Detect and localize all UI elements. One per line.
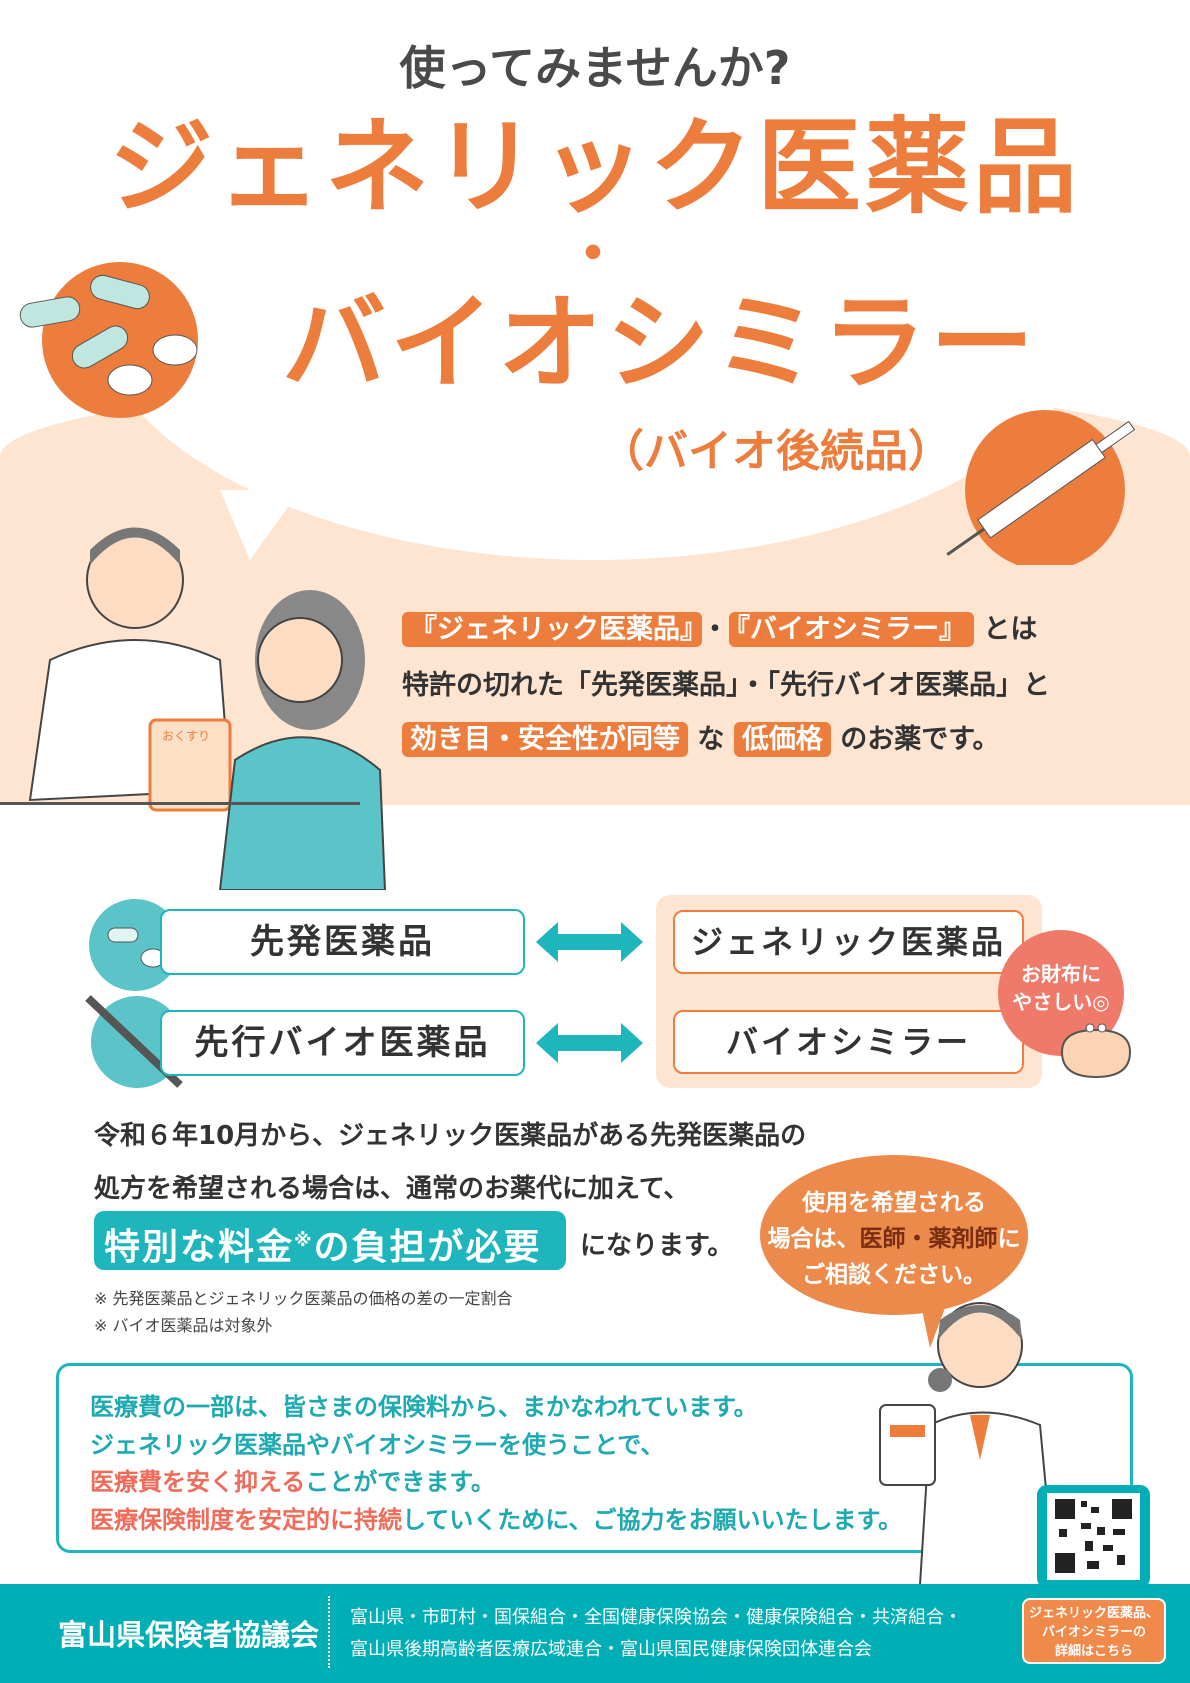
info-text: ことができます。 [305,1468,495,1496]
speech-bubble-background [90,40,1100,560]
description-mid: な [697,724,725,755]
biosimilar-box: バイオシミラー [673,1010,1024,1074]
footer-members-line: 富山県後期高齢者医療広域連合・富山県国民健康保険団体連合会 [350,1639,872,1660]
separator: ・ [701,614,729,645]
qr-label-line: バイオシミラーの [1041,1625,1146,1640]
qr-frame [1037,1485,1150,1588]
title-biosimilar: バイオシミラー [281,282,1038,404]
qr-code[interactable] [1047,1493,1140,1580]
subtitle: 使ってみませんか? [399,41,791,95]
speech-text: に [997,1226,1021,1252]
qr-label-line: ジェネリック医薬品、 [1028,1606,1159,1621]
info-line4: 医療保険制度を安定的に持続していくために、ご協力をお願いいたします。 [90,1500,902,1535]
info-emphasis: 医療費を安く抑える [90,1468,306,1496]
speech-emphasis: 医師・薬剤師 [859,1226,998,1252]
footer-org: 富山県保険者協議会 [58,1618,320,1652]
title-dot: ・ [563,220,627,290]
brand-bio-drug-box: 先行バイオ医薬品 [160,1010,525,1076]
footer-divider [328,1596,330,1668]
highlight-generic: 『ジェネリック医薬品』 [402,612,702,647]
info-line2: ジェネリック医薬品やバイオシミラーを使うことで、 [90,1431,665,1459]
generic-drug-box: ジェネリック医薬品 [673,910,1024,974]
footnote: ※ バイオ医薬品は対象外 [94,1316,273,1335]
brand-drug-box: 先発医薬品 [160,909,525,975]
footer [0,1584,1190,1683]
medicine-bag-label: おくすり [162,729,210,743]
description-tail: とは [983,614,1038,645]
notice-line2: 処方を希望される場合は、通常のお薬代に加えて、 [94,1174,690,1204]
speech-line: ご相談ください。 [802,1262,986,1288]
qr-label[interactable]: ジェネリック医薬品、バイオシミラーの詳細はこちら [1022,1598,1166,1664]
consult-speech-bubble: 使用を希望される 場合は、医師・薬剤師に ご相談ください。 [760,1155,1028,1315]
pharmacist-and-patient-illustration: おくすり [28,527,387,890]
bubble-tail [220,490,300,560]
highlight-low-price: 低価格 [733,722,831,757]
speech-text: 場合は、 [767,1226,860,1252]
double-arrow-icon [536,1023,643,1063]
info-emphasis: 医療保険制度を安定的に持続 [90,1506,402,1534]
wallet-badge: お財布にやさしい◎ [998,930,1124,1056]
wallet-icon [1060,1023,1132,1079]
counter-line [0,802,360,805]
pharmacist-woman-illustration [879,1302,1057,1585]
description-tail: のお薬です。 [840,724,1000,755]
pills-icon [19,262,198,418]
pills-small-icon [89,899,181,991]
wallet-badge-line: お財布に [1021,962,1101,986]
description-line3: 効き目・安全性が同等 な 低価格 のお薬です。 [402,722,1000,758]
syringe-icon [946,410,1136,565]
speech-line: 場合は、医師・薬剤師に [760,1221,1028,1257]
footer-members: 富山県・市町村・国保組合・全国健康保険協会・健康保険組合・共済組合・富山県後期高… [350,1602,962,1666]
footnote-mark: ※ [294,1230,314,1251]
info-text: していくために、ご協力をお願いいたします。 [402,1506,903,1534]
footnote: ※ 先発医薬品とジェネリック医薬品の価格の差の一定割合 [94,1289,513,1308]
special-fee-tail: の負担が必要 [313,1227,542,1268]
description-line2: 特許の切れた「先発医薬品」・「先行バイオ医薬品」と [402,670,1050,701]
title-generic: ジェネリック医薬品 [108,106,1081,228]
notice-line1: 令和６年10月から、ジェネリック医薬品がある先発医薬品の [94,1121,807,1151]
title-paren: （バイオ後続品） [600,426,952,477]
special-fee-text: 特別な料金 [104,1227,295,1268]
info-line3: 医療費を安く抑えることができます。 [90,1462,495,1497]
notice-line3-tail: になります。 [580,1231,734,1261]
highlight-biosimilar: 『バイオシミラー』 [728,612,974,647]
description-line1: 『ジェネリック医薬品』・『バイオシミラー』 とは [402,612,1037,648]
double-arrow-icon [536,922,643,962]
qr-label-line: 詳細はこちら [1054,1644,1133,1659]
special-fee-highlight: 特別な料金※の負担が必要 [94,1211,566,1270]
wallet-badge-line: やさしい◎ [1012,990,1110,1014]
info-line1: 医療費の一部は、皆さまの保険料から、まかなわれています。 [90,1393,758,1421]
highlight-equivalent: 効き目・安全性が同等 [402,722,688,757]
footer-members-line: 富山県・市町村・国保組合・全国健康保険協会・健康保険組合・共済組合・ [350,1607,962,1628]
speech-line: 使用を希望される [802,1190,986,1216]
